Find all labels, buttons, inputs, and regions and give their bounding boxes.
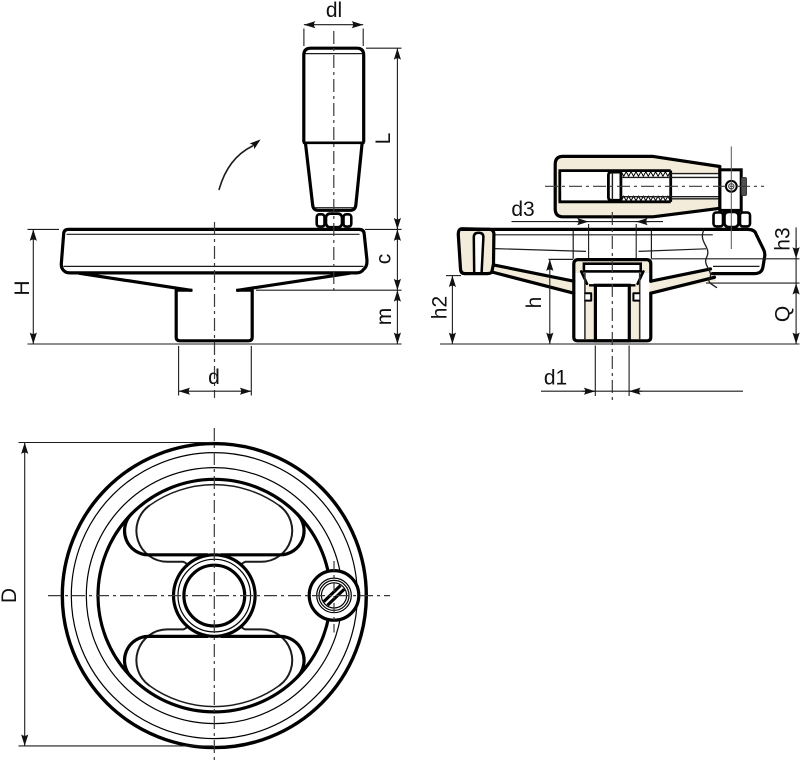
svg-text:d1: d1	[544, 367, 567, 390]
svg-text:D: D	[0, 588, 21, 603]
svg-text:H: H	[11, 280, 34, 295]
svg-text:h2: h2	[429, 296, 452, 319]
svg-text:d: d	[208, 366, 220, 389]
svg-text:d3: d3	[511, 198, 534, 221]
svg-text:dl: dl	[326, 0, 342, 22]
svg-text:h3: h3	[772, 227, 795, 250]
svg-text:h: h	[523, 297, 546, 309]
svg-text:c: c	[373, 254, 396, 265]
svg-text:Q: Q	[772, 306, 795, 322]
svg-text:L: L	[372, 133, 395, 145]
svg-text:m: m	[373, 308, 396, 326]
